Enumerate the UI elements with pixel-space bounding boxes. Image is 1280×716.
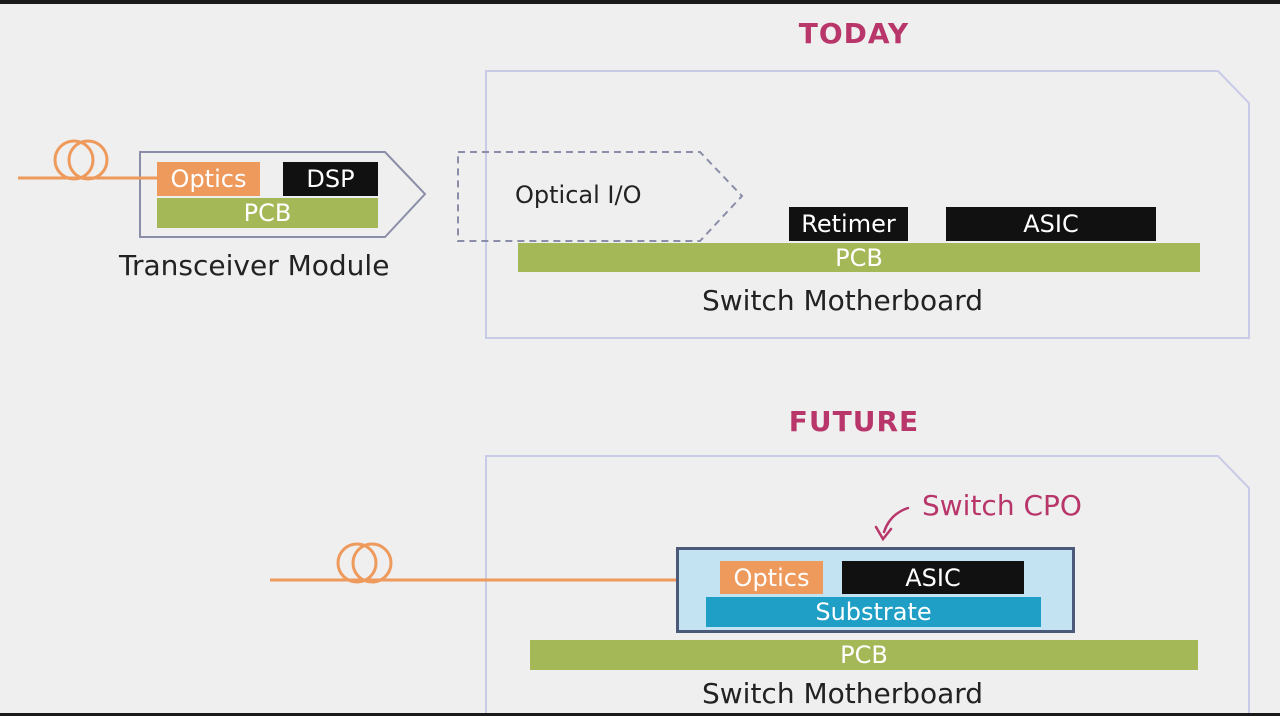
cpo-substrate-block: Substrate [706, 597, 1041, 627]
future-heading: FUTURE [788, 405, 920, 438]
optical-io-label: Optical I/O [515, 181, 642, 209]
cpo-asic-block: ASIC [842, 561, 1024, 594]
transceiver-optics-block: Optics [157, 162, 260, 196]
future-switch-enclosure [485, 455, 1250, 716]
retimer-block: Retimer [789, 207, 908, 241]
transceiver-module-outline [139, 151, 427, 238]
transceiver-dsp-block: DSP [283, 162, 378, 196]
today-switch-motherboard-caption: Switch Motherboard [702, 284, 984, 317]
cpo-optics-block: Optics [720, 561, 823, 594]
future-fiber-coil-icon [336, 542, 393, 584]
today-fiber-coil-icon [53, 139, 109, 181]
transceiver-pcb-block: PCB [157, 198, 378, 228]
future-switch-motherboard-caption: Switch Motherboard [702, 677, 984, 710]
cpo-pointer-arrow-icon [874, 506, 910, 542]
future-motherboard-pcb-block: PCB [530, 640, 1198, 670]
today-motherboard-pcb-block: PCB [518, 243, 1200, 272]
today-switch-enclosure [485, 70, 1250, 339]
today-heading: TODAY [798, 17, 910, 50]
switch-cpo-label: Switch CPO [922, 489, 1082, 522]
today-asic-block: ASIC [946, 207, 1156, 241]
transceiver-module-caption: Transceiver Module [119, 249, 390, 282]
